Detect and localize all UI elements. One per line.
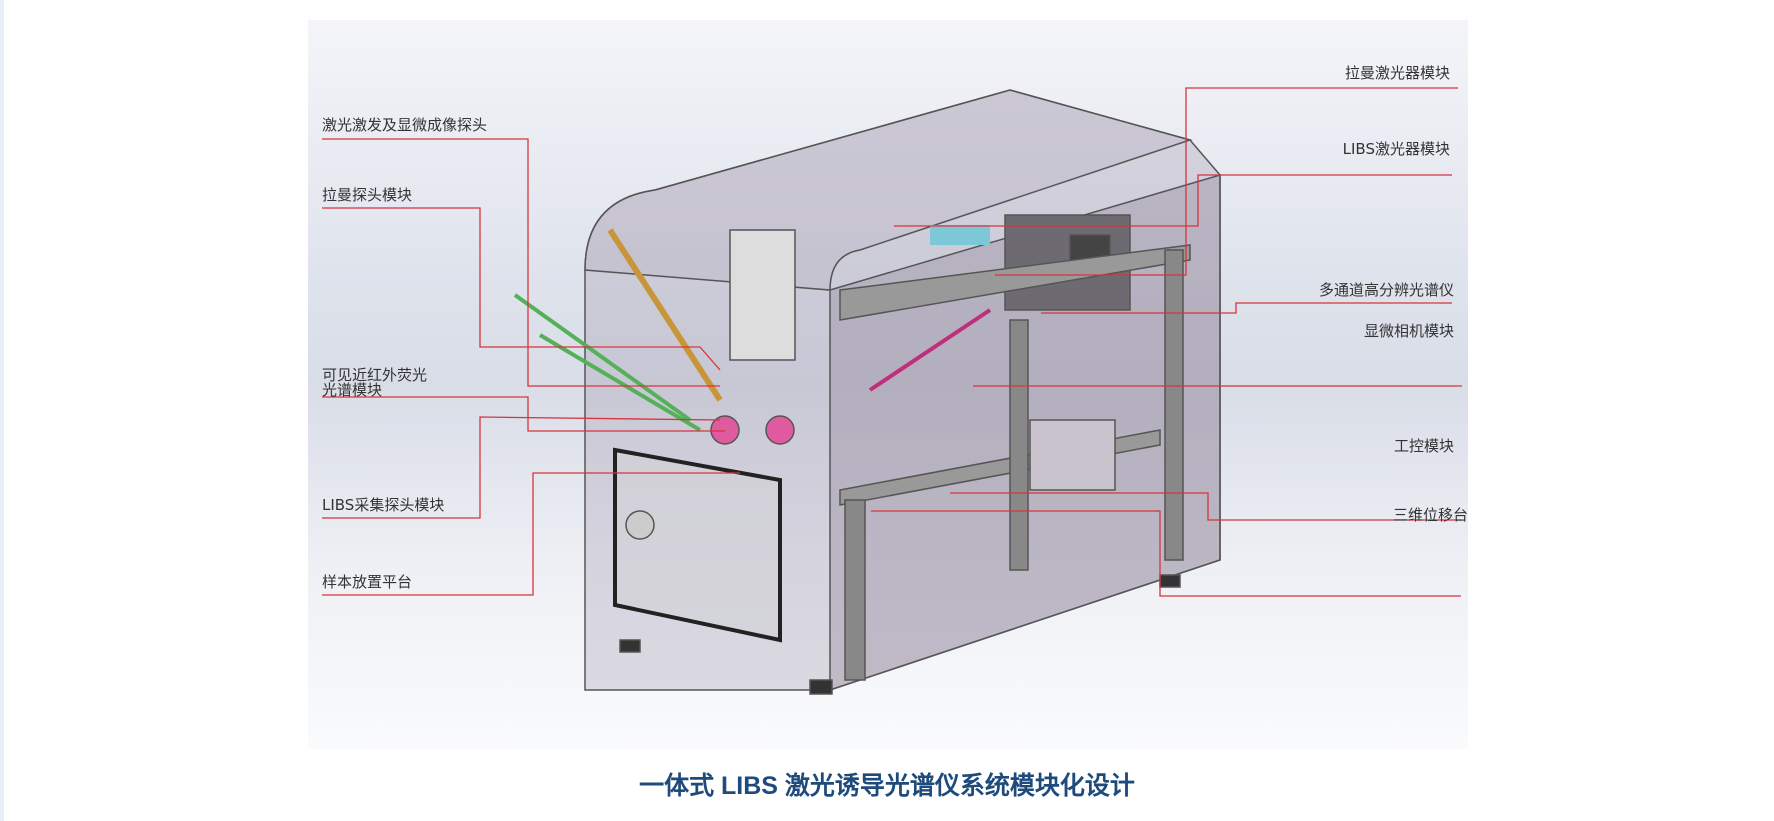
instrument-cabinet [513, 89, 1221, 695]
label-laser-excitation-imaging-probe: 激光激发及显微成像探头 [322, 116, 488, 134]
label-raman-probe-module: 拉曼探头模块 [322, 186, 413, 204]
leader-line [322, 472, 740, 596]
leader-line [894, 174, 1452, 227]
label-3d-stage: 三维位移台 [1392, 506, 1468, 524]
leader-line [995, 87, 1458, 276]
label-vis-nir-fluorescence: 可见近红外荧光 [322, 366, 428, 384]
label-vis-nir-fluorescence-line2: 光谱模块 [322, 381, 383, 399]
label-libs-laser-module: LIBS激光器模块 [1342, 140, 1450, 158]
diagram-panel [308, 20, 1468, 749]
leader-line [322, 396, 725, 432]
label-multichannel-spectrometer: 多通道高分辨光谱仪 [1318, 281, 1454, 299]
leader-line [871, 510, 1461, 597]
leader-lines [322, 87, 1462, 597]
label-libs-collection-probe: LIBS采集探头模块 [322, 496, 445, 514]
leader-line [322, 207, 721, 371]
leader-line [322, 416, 721, 519]
leader-line [1041, 302, 1452, 314]
label-sample-platform: 样本放置平台 [322, 573, 413, 591]
label-raman-laser-module: 拉曼激光器模块 [1344, 64, 1450, 82]
label-industrial-control-module: 工控模块 [1393, 437, 1454, 455]
label-microscope-camera-module: 显微相机模块 [1363, 322, 1454, 340]
leader-line [322, 138, 720, 387]
page-edge [0, 0, 4, 821]
figure-caption: 一体式 LIBS 激光诱导光谱仪系统模块化设计 [639, 772, 1135, 800]
leader-line [950, 492, 1461, 521]
